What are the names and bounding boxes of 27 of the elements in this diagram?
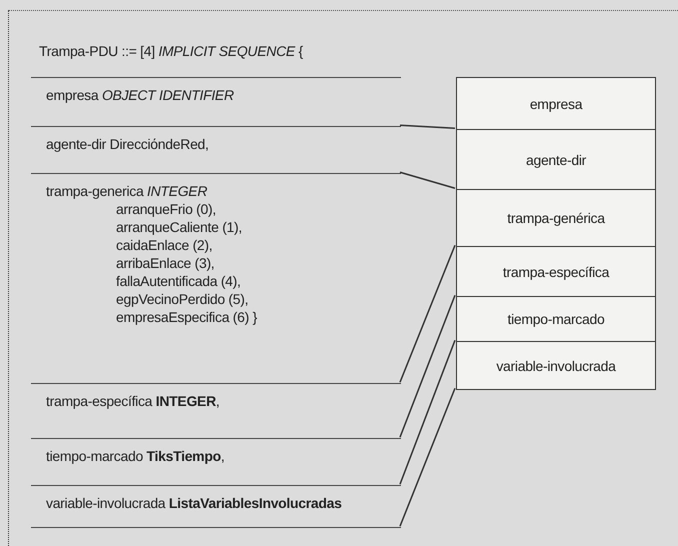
- field-definition: agente-dir DirecciόndeRed,: [46, 135, 210, 153]
- field-cell: agente-dir: [456, 130, 656, 190]
- definition-row: [31, 77, 401, 127]
- enum-value: arranqueFrio (0),: [115, 200, 217, 218]
- enum-value: egpVecinoPerdido (5),: [115, 290, 250, 308]
- connector-line: [399, 388, 456, 527]
- enum-value: arribaEnlace (3),: [115, 254, 216, 272]
- enum-value: fallaAutentificada (4),: [115, 272, 242, 290]
- connector-line: [400, 172, 456, 189]
- field-definition: trampa-específica INTEGER,: [46, 392, 220, 410]
- connector-line: [399, 294, 456, 438]
- connector-line: [400, 124, 456, 129]
- field-cell: trampa-específica: [456, 247, 656, 297]
- connector-line: [399, 340, 456, 485]
- field-cell: trampa-genérica: [456, 190, 656, 247]
- enum-value: arranqueCaliente (1),: [115, 218, 243, 236]
- field-cell: variable-involucrada: [456, 342, 656, 390]
- field-definition: trampa-generica INTEGER: [46, 182, 208, 200]
- field-definition: tiempo-marcado TiksTiempo,: [46, 447, 226, 465]
- enum-value: empresaEspecifica (6) }: [115, 308, 258, 326]
- field-cell: tiempo-marcado: [456, 297, 656, 342]
- field-cell: empresa: [456, 77, 656, 130]
- sequence-header: Trampa-PDU ::= [4] IMPLICIT SEQUENCE {: [39, 43, 303, 59]
- field-definition: empresa OBJECT IDENTIFIER: [46, 86, 235, 104]
- connector-line: [399, 244, 456, 383]
- enum-value: caidaEnlace (2),: [115, 236, 214, 254]
- field-definition: variable-involucrada ListaVariablesInvolucradas: [46, 494, 343, 512]
